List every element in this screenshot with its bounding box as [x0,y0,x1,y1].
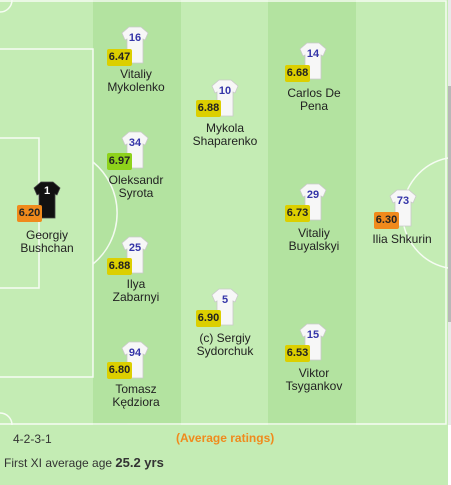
shirt-number: 25 [128,242,142,254]
player-name: Vitaliy Buyalskyi [264,227,364,253]
player-name-line1: Carlos De [287,86,341,100]
player-name: Vitaliy Mykolenko [86,68,186,94]
player-name-line1: Ilia Shkurin [372,232,432,246]
rating-badge: 6.88 [196,100,221,117]
rating-badge: 6.88 [107,258,132,275]
average-age-label: First XI average age [4,456,116,470]
shirt-number: 34 [128,137,142,149]
shirt-number: 1 [43,185,51,197]
rating-badge: 6.73 [285,205,310,222]
player-name: Mykola Shaparenko [175,122,275,148]
rating-badge: 6.90 [196,310,221,327]
player-name-line2: Sydorchuk [196,344,254,358]
lineup-footer [0,425,448,485]
player-name-line1: (c) Sergiy [199,331,251,345]
shirt-number: 16 [128,32,142,44]
player-name-line1: Oleksandr [108,173,164,187]
player-name-line2: Kędziora [112,395,160,409]
player-name: Ilia Shkurin [352,233,451,246]
scrollbar-thumb[interactable] [448,86,451,322]
shirt-number: 10 [218,85,232,97]
player-name: Oleksandr Syrota [86,174,186,200]
rating-badge: 6.30 [374,212,399,229]
player-name: (c) Sergiy Sydorchuk [175,332,275,358]
formation-label: 4-2-3-1 [13,432,52,446]
player-name: Viktor Tsygankov [264,367,364,393]
player-name-line2: Bushchan [20,241,74,255]
player-name: Carlos De Pena [264,87,364,113]
average-age: First XI average age 25.2 yrs [4,455,164,470]
player-name-line1: Mykola [205,121,244,135]
player-name: Ilya Zabarnyi [86,278,186,304]
player-name-line2: Tsygankov [285,379,343,393]
rating-badge: 6.20 [17,205,42,222]
player-name: Tomasz Kędziora [86,383,186,409]
player-name-line1: Vitaliy [120,67,152,81]
average-age-value: 25.2 yrs [115,455,164,470]
player-name-line2: Pena [299,99,329,113]
average-ratings-label: (Average ratings) [176,431,275,445]
player-name-line1: Viktor [298,366,330,380]
player-name-line1: Ilya [126,277,146,291]
player-name-line2: Syrota [118,186,154,200]
rating-badge: 6.80 [107,362,132,379]
player-name: Georgiy Bushchan [0,229,97,255]
rating-badge: 6.47 [107,49,132,66]
rating-badge: 6.68 [285,65,310,82]
player-name-line1: Georgiy [25,228,69,242]
shirt-number: 14 [306,48,320,60]
pitch [0,0,448,425]
player-name-line2: Buyalskyi [288,239,340,253]
rating-badge: 6.97 [107,153,132,170]
player-name-line1: Tomasz [115,382,157,396]
shirt-number: 5 [221,294,229,306]
player-name-line2: Shaparenko [192,134,258,148]
shirt-number: 29 [306,189,320,201]
player-name-line1: Vitaliy [298,226,330,240]
shirt-number: 15 [306,329,320,341]
player-name-line2: Zabarnyi [112,290,160,304]
player-name-line2: Mykolenko [107,80,165,94]
shirt-number: 73 [396,195,410,207]
rating-badge: 6.53 [285,345,310,362]
shirt-number: 94 [128,347,142,359]
